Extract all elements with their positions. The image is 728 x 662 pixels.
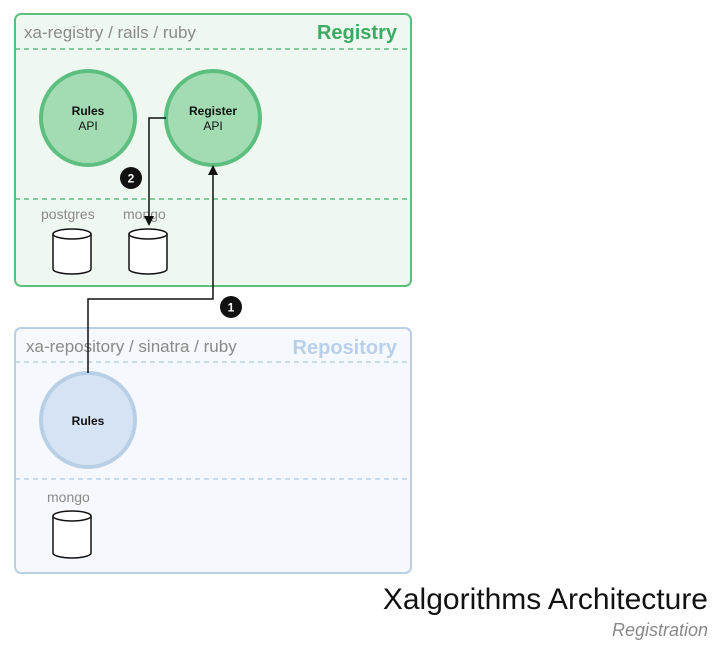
step-2-arrow: [144, 117, 166, 226]
repository-rules-node-name: Rules: [72, 414, 105, 428]
rules-api-node[interactable]: Rules API: [39, 69, 137, 167]
repository-box: xa-repository / sinatra / ruby Repositor…: [14, 327, 412, 574]
postgres-database-icon: [52, 228, 92, 275]
registry-path-label: xa-registry / rails / ruby: [24, 23, 196, 42]
rules-api-node-sub: API: [78, 119, 97, 133]
diagram-caption-title: Xalgorithms Architecture: [382, 583, 708, 616]
repository-rules-node[interactable]: Rules: [39, 371, 137, 469]
registry-db-label-mongo: mongo: [123, 206, 166, 222]
step-2-badge: 2: [120, 167, 142, 189]
registry-box: xa-registry / rails / ruby Registry Rule…: [14, 13, 412, 287]
diagram-caption-subtitle: Registration: [611, 620, 708, 640]
registry-db-label-postgres: postgres: [41, 206, 95, 222]
step-1-arrow: [87, 165, 218, 373]
repository-mongo-database-icon: [52, 510, 92, 559]
registry-mongo-database-icon: [128, 228, 168, 275]
step-1-number: 1: [228, 301, 235, 315]
register-api-node-name: Register: [189, 104, 237, 118]
step-2-number: 2: [128, 172, 135, 186]
step-1-badge: 1: [220, 296, 242, 318]
register-api-node-sub: API: [203, 119, 222, 133]
rules-api-node-name: Rules: [72, 104, 105, 118]
repository-db-label-mongo: mongo: [47, 489, 90, 505]
register-api-node[interactable]: Register API: [164, 69, 262, 167]
registry-title: Registry: [317, 22, 398, 44]
repository-path-label: xa-repository / sinatra / ruby: [26, 337, 237, 356]
repository-title: Repository: [293, 337, 398, 359]
